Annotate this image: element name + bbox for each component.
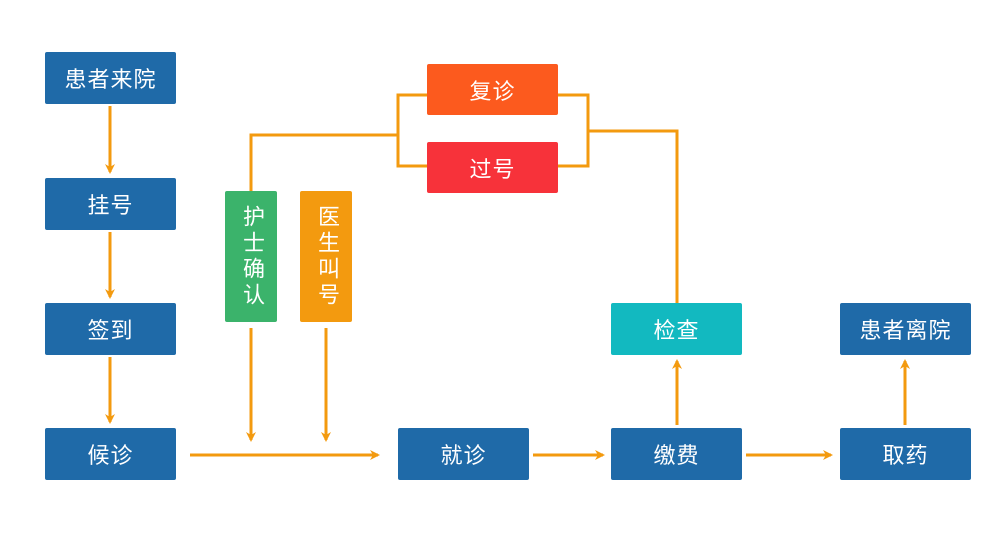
node-register: 挂号 xyxy=(45,178,176,230)
connector-loop-to-nurse xyxy=(249,133,398,191)
node-pay: 缴费 xyxy=(611,428,742,480)
node-exam: 检查 xyxy=(611,303,742,355)
node-checkin: 签到 xyxy=(45,303,176,355)
node-nurse-confirm: 护士确认 xyxy=(225,191,277,322)
connector-left-bracket xyxy=(396,93,427,168)
connector-exam-to-loop xyxy=(588,129,679,303)
node-consult: 就诊 xyxy=(398,428,529,480)
node-doctor-call: 医生叫号 xyxy=(300,191,352,322)
node-patient-leave: 患者离院 xyxy=(840,303,971,355)
node-get-medicine: 取药 xyxy=(840,428,971,480)
node-revisit: 复诊 xyxy=(427,64,558,115)
node-missed: 过号 xyxy=(427,142,558,193)
connector-right-bracket xyxy=(558,93,590,168)
node-patient-arrive: 患者来院 xyxy=(45,52,176,104)
node-waiting: 候诊 xyxy=(45,428,176,480)
